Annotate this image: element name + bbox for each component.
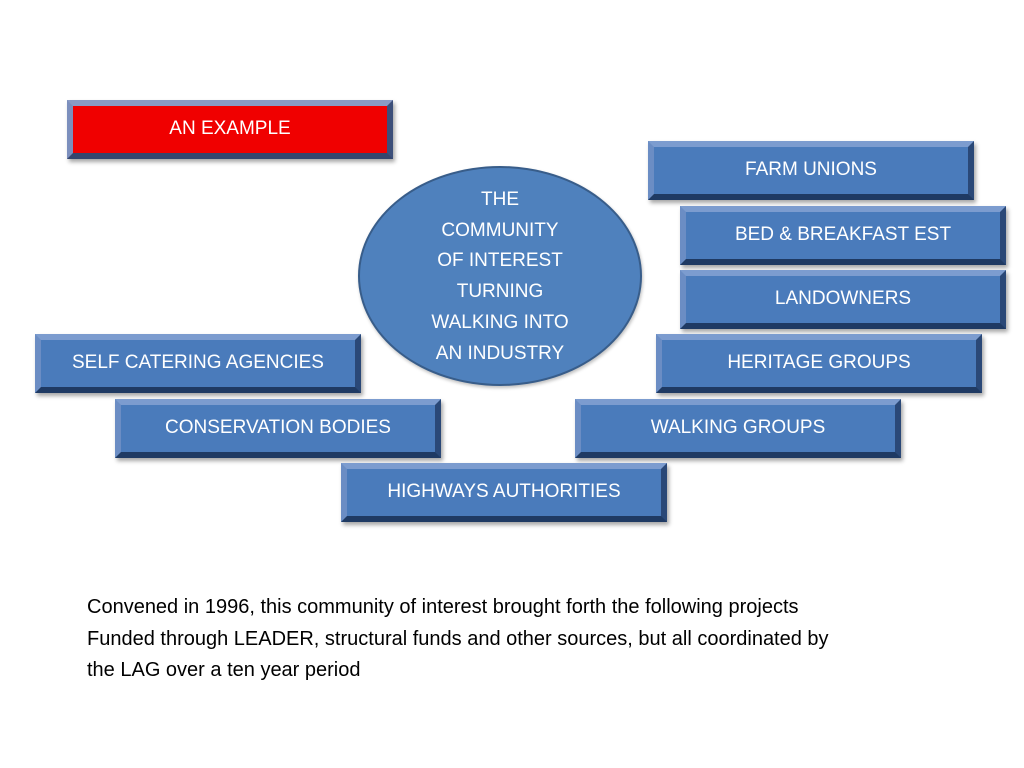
center-node-line: WALKING INTO [431, 311, 569, 333]
caption-line: the LAG over a ten year period [87, 659, 361, 681]
node-label: HERITAGE GROUPS [727, 352, 911, 373]
node-conservation-bodies: CONSERVATION BODIES [115, 399, 441, 458]
center-node-line: TURNING [456, 281, 544, 303]
node-label: LANDOWNERS [774, 288, 912, 309]
example-label-box: AN EXAMPLE [67, 100, 393, 159]
node-heritage-groups: HERITAGE GROUPS [656, 334, 982, 393]
caption-text: Convened in 1996, this community of inte… [87, 592, 987, 687]
node-farm-unions: FARM UNIONS [648, 141, 974, 200]
center-node-line: AN INDUSTRY [435, 342, 565, 364]
node-label: SELF CATERING AGENCIES [72, 352, 324, 373]
center-node: THE COMMUNITY OF INTEREST TURNING WALKIN… [358, 166, 642, 386]
caption-line: Funded through LEADER, structural funds … [87, 627, 829, 650]
example-label: AN EXAMPLE [169, 118, 291, 139]
node-walking-groups: WALKING GROUPS [575, 399, 901, 458]
node-self-catering: SELF CATERING AGENCIES [35, 334, 361, 393]
node-label: WALKING GROUPS [650, 417, 826, 438]
node-label: HIGHWAYS AUTHORITIES [387, 481, 621, 502]
node-landowners: LANDOWNERS [680, 270, 1006, 329]
center-node-line: COMMUNITY [441, 219, 559, 241]
node-highways-authorities: HIGHWAYS AUTHORITIES [341, 463, 667, 522]
node-label: BED & BREAKFAST EST [734, 224, 952, 245]
center-node-line: OF INTEREST [437, 250, 563, 272]
node-bed-breakfast: BED & BREAKFAST EST [680, 206, 1006, 265]
caption-line: Convened in 1996, this community of inte… [87, 596, 799, 618]
node-label: CONSERVATION BODIES [165, 417, 391, 438]
center-node-line: THE [481, 189, 519, 210]
node-label: FARM UNIONS [745, 159, 877, 180]
